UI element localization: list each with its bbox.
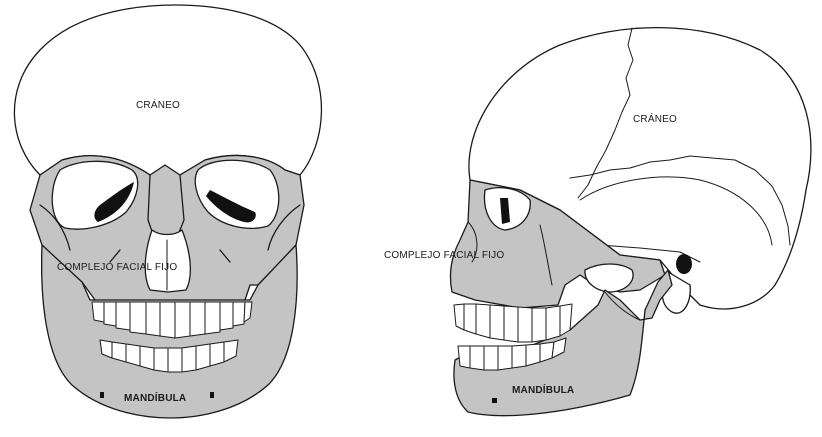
front-skull (14, 5, 321, 418)
side-ear-canal (676, 254, 692, 274)
front-mandible-label: MANDÍBULA (124, 393, 186, 404)
front-mental-foramen-left (100, 392, 104, 398)
front-face-label: COMPLEJO FACIAL FIJO (57, 262, 177, 273)
front-nasal-bone (148, 165, 184, 240)
side-skull (450, 28, 810, 416)
side-mandible-label: MANDÍBULA (512, 385, 574, 396)
front-cranium-label: CRÁNEO (136, 100, 180, 111)
side-upper-teeth (454, 304, 572, 342)
side-face-label: COMPLEJO FACIAL FIJO (384, 250, 504, 261)
front-cranium (14, 5, 321, 178)
side-cranium-label: CRÁNEO (633, 114, 677, 125)
side-zygomatic-gap (585, 264, 633, 292)
front-mental-foramen-right (210, 392, 214, 398)
front-nasal-aperture (145, 230, 190, 292)
side-mental-foramen (492, 398, 497, 403)
